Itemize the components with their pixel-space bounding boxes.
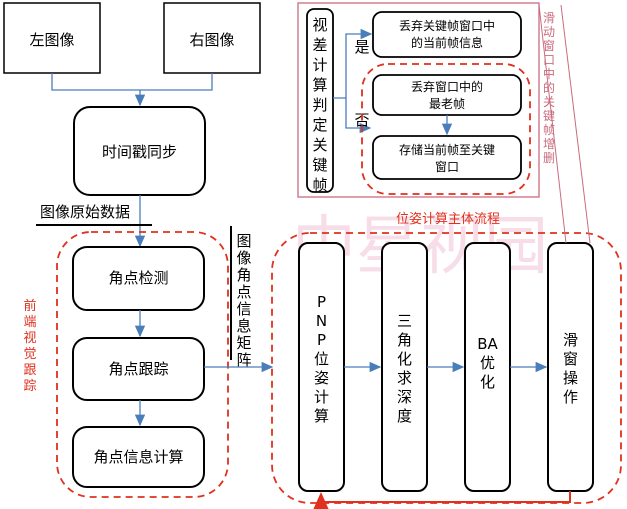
- discard-current-frame-line-2: 的当前帧信息: [411, 35, 483, 50]
- svg-text:删: 删: [543, 151, 555, 165]
- corner-tracking-label: 角点跟踪: [108, 360, 168, 378]
- svg-text:N: N: [316, 312, 327, 330]
- svg-text:键: 键: [543, 109, 555, 123]
- svg-text:P: P: [317, 331, 326, 349]
- svg-text:跟: 跟: [23, 363, 36, 378]
- corner-detection-box: [72, 246, 205, 311]
- discard-oldest-frame-line-2: 最老帧: [429, 97, 465, 111]
- svg-text:P: P: [317, 293, 326, 311]
- front-end-title: 前 端 视 觉 跟 踪: [23, 298, 36, 394]
- discard-current-frame-line-1: 丢弃关键帧窗口中: [399, 18, 495, 33]
- svg-text:帧: 帧: [543, 123, 555, 137]
- svg-text:计: 计: [312, 56, 327, 74]
- svg-text:窗: 窗: [543, 39, 555, 53]
- svg-text:觉: 觉: [23, 347, 36, 362]
- main-flow-title: 位姿计算主体流程: [396, 211, 500, 227]
- front-end-group: [56, 231, 229, 498]
- svg-text:优: 优: [480, 354, 495, 372]
- sliding-window-label: 滑 窗 操 作: [563, 331, 578, 406]
- ba-optimization-label: BA 优 化: [477, 335, 498, 391]
- right-image-box: [163, 2, 261, 74]
- sliding-keyframe-label: 滑 动 窗 口 中 的 关 键 帧 增 删: [543, 11, 555, 165]
- svg-text:像: 像: [236, 249, 251, 267]
- feedback-loop-arrow: [313, 491, 571, 509]
- svg-text:角: 角: [236, 266, 251, 284]
- svg-text:判: 判: [312, 96, 327, 114]
- svg-text:差: 差: [312, 36, 327, 54]
- svg-text:点: 点: [236, 283, 251, 301]
- left-image-label: 左图像: [29, 31, 74, 49]
- yes-branch-arrow: [333, 28, 373, 99]
- svg-text:动: 动: [543, 25, 555, 39]
- store-current-frame-line-1: 存储当前帧至关键: [399, 142, 495, 157]
- svg-text:键: 键: [312, 156, 327, 174]
- left-image-box: [3, 2, 101, 74]
- store-current-frame-line-2: 窗口: [435, 160, 459, 174]
- discard-oldest-frame-line-1: 丢弃窗口中的: [411, 79, 483, 94]
- svg-text:中: 中: [543, 66, 555, 81]
- svg-text:角: 角: [397, 331, 412, 349]
- svg-text:姿: 姿: [314, 369, 329, 387]
- matrix-label: 图 像 角 点 信 息 矩 阵: [236, 232, 251, 369]
- svg-text:帧: 帧: [312, 176, 327, 194]
- svg-text:作: 作: [563, 388, 578, 406]
- no-actions-group: [361, 63, 531, 195]
- svg-text:信: 信: [236, 300, 251, 318]
- parallax-decision-label: 视 差 计 算 判 定 关 键 帧: [312, 16, 327, 194]
- svg-text:化: 化: [397, 350, 412, 368]
- discard-current-frame-box: [372, 11, 522, 58]
- svg-text:阵: 阵: [236, 351, 251, 369]
- svg-text:三: 三: [397, 312, 412, 330]
- svg-text:深: 深: [397, 388, 412, 406]
- svg-text:化: 化: [480, 373, 495, 391]
- corner-info-label: 角点信息计算: [93, 448, 183, 466]
- panel-to-sliding-line-right: [560, 4, 591, 244]
- yes-label: 是: [354, 38, 369, 56]
- input-merge-connector: [51, 73, 213, 91]
- parallax-decision-box: [306, 8, 334, 193]
- svg-text:增: 增: [543, 137, 555, 151]
- svg-text:视: 视: [312, 16, 327, 34]
- panel-to-sliding-line-left: [538, 4, 567, 244]
- svg-text:滑: 滑: [563, 331, 578, 349]
- svg-text:矩: 矩: [236, 334, 251, 352]
- svg-text:滑: 滑: [543, 11, 555, 25]
- pnp-pose-label: P N P 位 姿 计 算: [314, 293, 329, 425]
- svg-text:算: 算: [314, 407, 329, 425]
- svg-text:位: 位: [314, 350, 329, 368]
- no-label: 否: [354, 111, 369, 129]
- corner-info-box: [72, 426, 205, 488]
- svg-text:息: 息: [236, 317, 251, 335]
- svg-text:端: 端: [23, 315, 36, 330]
- svg-text:算: 算: [312, 76, 327, 94]
- triangulation-label: 三 角 化 求 深 度: [397, 312, 412, 425]
- svg-text:踪: 踪: [23, 379, 36, 394]
- store-current-frame-box: [372, 135, 522, 180]
- svg-text:前: 前: [23, 298, 36, 314]
- corner-tracking-box: [72, 337, 205, 401]
- svg-text:操: 操: [563, 369, 578, 387]
- svg-text:窗: 窗: [563, 350, 578, 368]
- svg-text:度: 度: [397, 407, 412, 425]
- svg-text:图: 图: [236, 232, 251, 250]
- svg-text:视: 视: [23, 331, 36, 346]
- svg-text:关: 关: [312, 136, 327, 154]
- right-image-label: 右图像: [189, 31, 234, 49]
- svg-text:定: 定: [312, 116, 327, 134]
- svg-text:BA: BA: [477, 335, 498, 353]
- corner-detection-label: 角点检测: [108, 269, 168, 287]
- raw-data-label: 图像原始数据: [40, 203, 130, 221]
- timestamp-sync-label: 时间戳同步: [102, 143, 177, 161]
- svg-text:计: 计: [314, 388, 329, 406]
- svg-text:关: 关: [543, 95, 555, 109]
- svg-text:求: 求: [397, 369, 412, 387]
- svg-text:的: 的: [543, 80, 555, 95]
